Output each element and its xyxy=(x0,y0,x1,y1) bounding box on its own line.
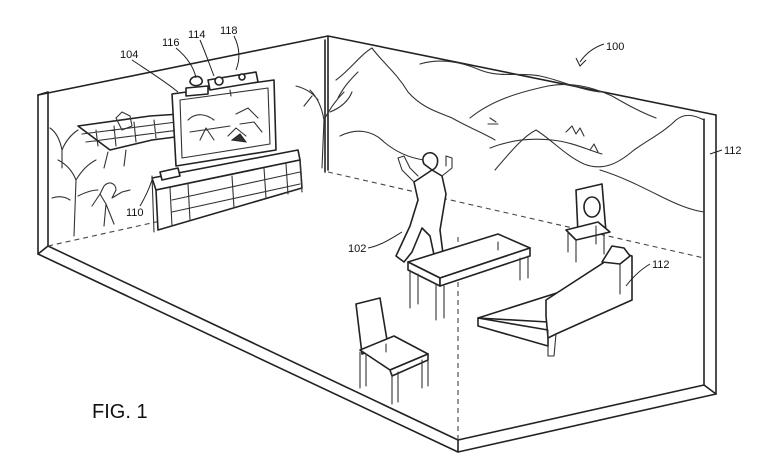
ref-100: 100 xyxy=(606,41,624,53)
ref-110: 110 xyxy=(126,207,144,219)
ref-118: 118 xyxy=(220,25,238,37)
coffee-table xyxy=(407,233,531,321)
display-device xyxy=(171,79,277,167)
ref-116: 116 xyxy=(162,37,180,49)
ref-112-wall: 112 xyxy=(724,145,742,157)
ref-104: 104 xyxy=(120,49,138,61)
wall-projection-scene-right xyxy=(295,47,705,213)
computing-console xyxy=(185,75,209,97)
room-walls xyxy=(37,35,717,453)
media-stand xyxy=(151,149,303,233)
ref-112-sofa: 112 xyxy=(652,259,670,271)
user-figure xyxy=(395,151,453,265)
sofa xyxy=(477,245,633,357)
reference-numerals: 100 104 116 114 118 110 102 112 112 xyxy=(120,25,742,287)
figure-label: FIG. 1 xyxy=(92,401,148,423)
ref-114: 114 xyxy=(188,29,206,41)
ref-102: 102 xyxy=(348,243,366,255)
chair-front xyxy=(355,297,429,405)
chair-back xyxy=(565,183,611,263)
depth-camera xyxy=(207,71,259,97)
